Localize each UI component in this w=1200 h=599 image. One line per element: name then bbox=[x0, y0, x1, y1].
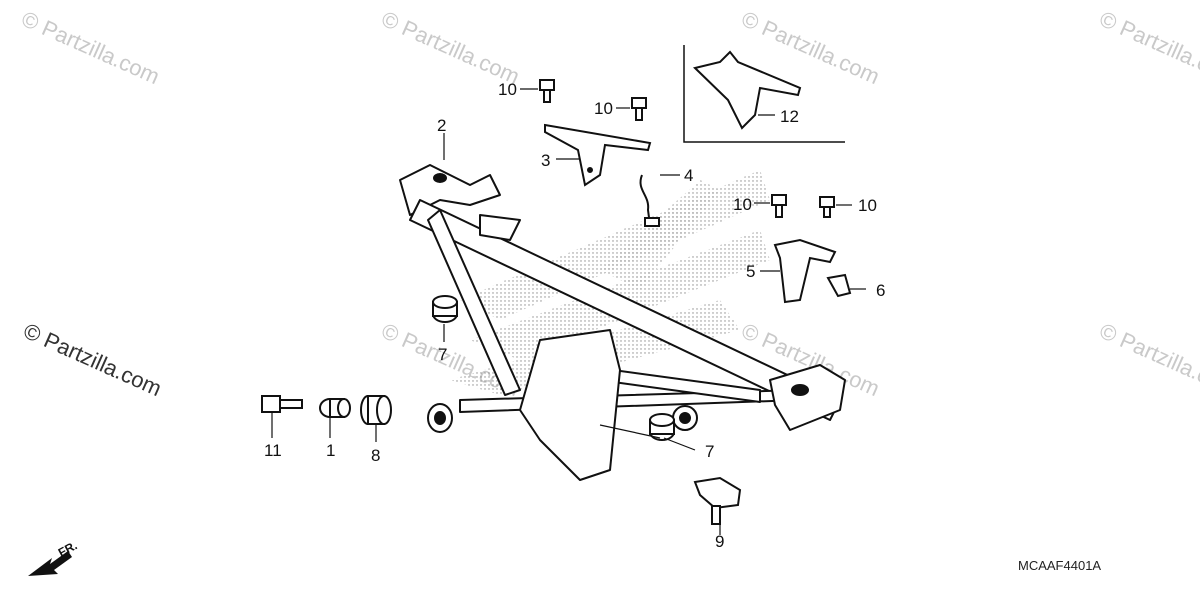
rubber-part-8 bbox=[360, 395, 392, 425]
front-direction-arrow bbox=[28, 551, 72, 576]
bolt-part-11 bbox=[261, 395, 303, 413]
callout-label: 3 bbox=[541, 151, 551, 170]
bolt-part-10 bbox=[819, 196, 835, 218]
callout-label: 7 bbox=[705, 442, 715, 461]
callout-label: 2 bbox=[437, 116, 447, 135]
callout-label: 12 bbox=[780, 107, 799, 126]
bolt-part-10 bbox=[771, 194, 787, 218]
bracket-part-5 bbox=[773, 238, 837, 304]
bolt-part-10 bbox=[631, 97, 647, 121]
leader-lines bbox=[271, 88, 866, 535]
clip-part-6 bbox=[826, 273, 852, 298]
callout-label: 6 bbox=[876, 281, 886, 300]
callout-label: 7 bbox=[438, 345, 448, 364]
collar-part-1 bbox=[319, 398, 351, 418]
bolt-part-10 bbox=[539, 79, 555, 103]
inset-box bbox=[683, 45, 845, 143]
callout-label: 4 bbox=[684, 166, 694, 185]
bolt-part-9 bbox=[693, 476, 742, 525]
callout-label: 5 bbox=[746, 262, 756, 281]
bracket-part-3 bbox=[544, 123, 652, 187]
callout-label: 9 bbox=[715, 532, 725, 551]
callout-label: 10 bbox=[498, 80, 517, 99]
rubber-mount-part-7 bbox=[432, 295, 458, 323]
callout-label: 10 bbox=[858, 196, 877, 215]
diagram-code: MCAAF4401A bbox=[1018, 558, 1102, 573]
rubber-mount-part-7 bbox=[649, 413, 675, 441]
callout-label: 1 bbox=[326, 441, 336, 460]
subframe-part-2 bbox=[399, 164, 846, 481]
wire-clip-part-4 bbox=[639, 174, 660, 227]
bracket-part-12 bbox=[692, 50, 802, 130]
callout-label: 10 bbox=[594, 99, 613, 118]
callout-label: 11 bbox=[264, 441, 282, 460]
callout-label: 10 bbox=[733, 195, 752, 214]
callout-label: 8 bbox=[371, 446, 381, 465]
